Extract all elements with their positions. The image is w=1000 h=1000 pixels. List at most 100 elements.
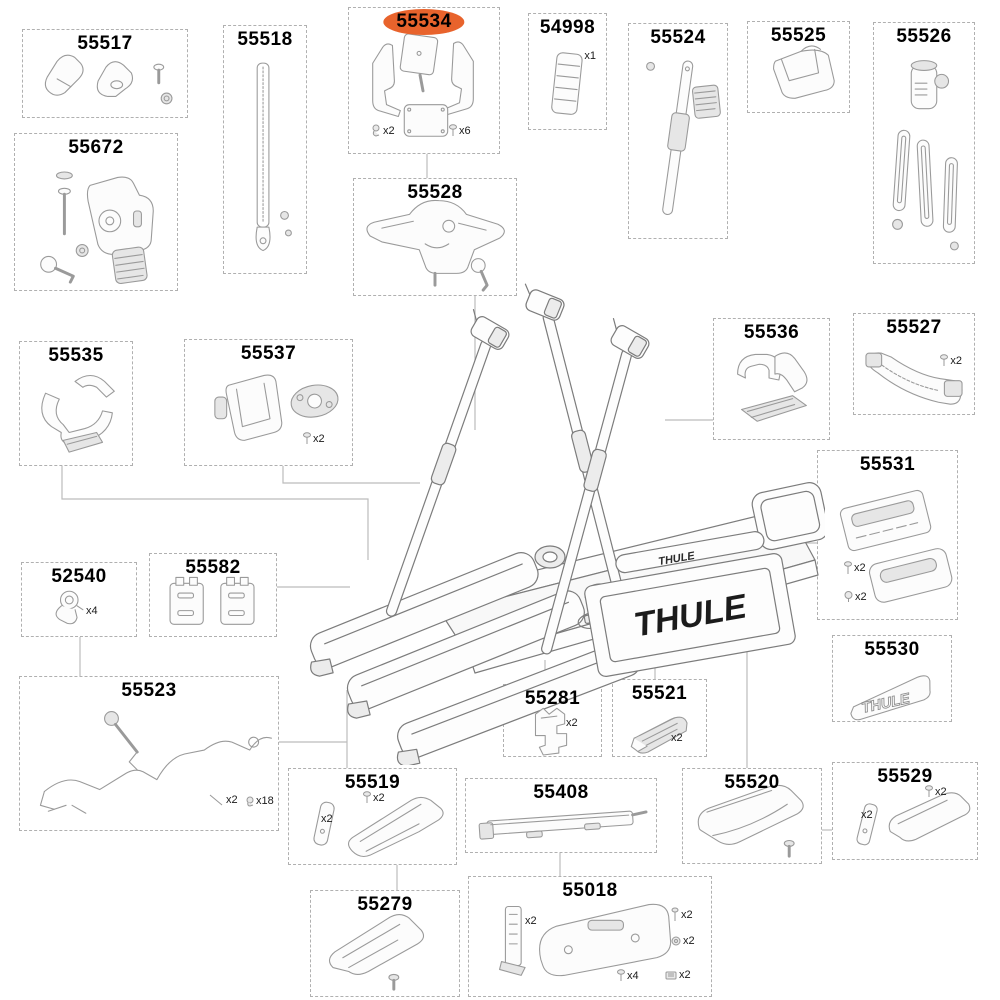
part-number-label: 55018: [562, 880, 618, 901]
screw-icon: [940, 354, 949, 366]
quantity-label: x2: [681, 908, 693, 921]
quantity-label: x2: [313, 432, 325, 445]
clamp-parts-sketch-icon: [44, 54, 173, 105]
part-box-55531[interactable]: 55531 x2 x2: [817, 450, 958, 620]
plate-holder-sketch-icon: [498, 903, 672, 977]
part-box-55519[interactable]: 55519 x2 x2: [288, 768, 457, 865]
part-box-55520[interactable]: 55520: [682, 768, 822, 864]
highlight-ellipse: 55534: [383, 9, 465, 35]
part-box-55672[interactable]: 55672: [14, 133, 178, 291]
quantity-label: x2: [671, 732, 683, 744]
lock-kit-sketch-icon: [40, 171, 154, 285]
support-bracket-sketch-icon: [865, 352, 963, 405]
quantity-label: x2: [383, 124, 395, 137]
clip-icon: [372, 124, 380, 137]
ratchet-head: [610, 318, 650, 359]
screw-icon: [844, 561, 852, 574]
part-number-label: 55520: [724, 772, 780, 793]
part-box-55528[interactable]: 55528: [353, 178, 517, 296]
part-number-label: 55582: [185, 557, 241, 578]
part-number-label: 55279: [357, 894, 413, 915]
part-box-55582[interactable]: 55582: [149, 553, 277, 637]
main-assembly-drawing: THULE THULE: [309, 283, 825, 765]
part-box-55524[interactable]: 55524: [628, 23, 728, 239]
quantity-label: x1: [584, 50, 596, 62]
part-box-55521[interactable]: 55521 x2: [612, 679, 707, 757]
part-number-label: 55528: [407, 182, 463, 203]
quantity-label: x2: [566, 717, 578, 729]
part-box-55536[interactable]: 55536: [713, 318, 830, 440]
quantity-label: x2: [950, 354, 962, 367]
logo-sticker-sketch-icon: THULE: [850, 675, 931, 721]
knob-and-straps-sketch-icon: [892, 60, 959, 251]
housing-and-plate-sketch-icon: [214, 374, 339, 441]
pin-icon: [209, 794, 223, 806]
part-number-label: 55527: [886, 317, 942, 338]
part-box-55279[interactable]: 55279: [310, 890, 460, 997]
part-box-55530[interactable]: 55530 THULE: [832, 635, 952, 722]
part-box-52540[interactable]: 52540 x4: [21, 562, 137, 637]
quantity-label: x6: [459, 124, 471, 137]
part-box-55018[interactable]: 55018 x2 x2 x2 x4 x2: [468, 876, 712, 997]
nut-icon: [671, 936, 681, 946]
part-box-55537[interactable]: 55537 x2: [184, 339, 353, 466]
part-number-label: 55281: [524, 688, 581, 709]
part-box-55517[interactable]: 55517: [22, 29, 188, 118]
block-icon: [665, 971, 677, 980]
adapter-blocks-sketch-icon: [169, 576, 255, 625]
part-number-label: 55526: [896, 26, 952, 47]
ramp-wedge-sketch-icon: [630, 716, 688, 754]
part-box-55534[interactable]: 55534 x2 x6: [348, 7, 500, 154]
part-box-55408[interactable]: 55408: [465, 778, 657, 853]
part-box-55526[interactable]: 55526: [873, 22, 975, 264]
part-number-label: 55519: [344, 772, 401, 793]
lamp-cover-pad-sketch-icon: [856, 792, 971, 846]
part-number-label: 55672: [68, 137, 124, 158]
part-box-55525[interactable]: 55525: [747, 21, 850, 113]
handle-lock-sketch-icon: [366, 199, 505, 292]
cover-cap-sketch-icon: [773, 45, 835, 99]
part-box-55518[interactable]: 55518: [223, 25, 307, 274]
rubber-strap-sketch-icon: [551, 52, 583, 115]
part-box-55535[interactable]: 55535: [19, 341, 133, 466]
part-number-label: 55535: [48, 345, 104, 366]
part-number-label: 54998: [539, 17, 596, 38]
part-number-label: 55531: [859, 454, 916, 475]
part-box-54998[interactable]: 54998 x1: [528, 13, 607, 130]
quantity-label: x2: [855, 591, 867, 603]
ratchet-head: [524, 283, 565, 321]
quantity-label: x4: [86, 605, 98, 617]
part-number-label: 55537: [240, 343, 297, 364]
ratchet-plates-sketch-icon: [839, 489, 953, 603]
part-box-55529[interactable]: 55529 x2 x2: [832, 762, 978, 860]
cradle-parts-sketch-icon: [41, 374, 115, 453]
lamp-cover-sketch-icon: [697, 784, 804, 858]
quantity-label: x2: [935, 785, 947, 798]
quantity-label: x2: [226, 794, 238, 806]
holder-bracket-parts-sketch-icon: [372, 33, 474, 137]
quantity-label: x2: [854, 562, 866, 574]
part-number-label: 55530: [864, 639, 920, 660]
part-number-label: 55408: [533, 782, 589, 803]
quantity-label: x2: [679, 969, 691, 981]
part-number-label: 55518: [237, 29, 293, 50]
quantity-label: x2: [861, 809, 873, 821]
arm-rod-sketch-icon: [646, 60, 721, 216]
license-plate-panel: THULE: [584, 553, 796, 677]
quantity-label: x2: [373, 791, 385, 804]
screw-icon: [303, 432, 311, 444]
bracket-clip-sketch-icon: [534, 707, 568, 756]
lamp-housing-sketch-icon: [313, 796, 444, 858]
quantity-label: x18: [256, 795, 274, 807]
wheel-holder-sketch-icon: [737, 352, 808, 422]
screw-icon: [449, 124, 457, 136]
quantity-label: x2: [525, 915, 537, 927]
ratchet-head: [470, 309, 510, 350]
part-number-label: 55536: [743, 322, 800, 343]
part-number-label: 55517: [77, 33, 133, 54]
part-box-55523[interactable]: 55523 x2 x18: [19, 676, 279, 831]
part-box-55281[interactable]: 55281 x2: [503, 684, 602, 757]
part-box-55527[interactable]: 55527 x2: [853, 313, 975, 415]
wiring-harness-sketch-icon: [39, 711, 272, 814]
